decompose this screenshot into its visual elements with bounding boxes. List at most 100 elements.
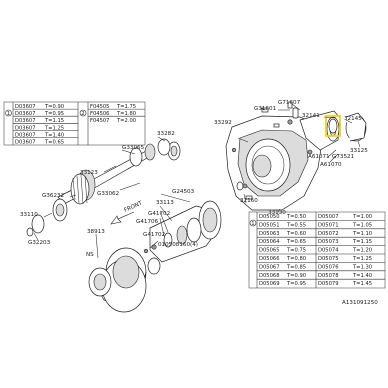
label-33282: 33282 (157, 131, 175, 137)
callouts: 33282 G33065 33123 G36232 G33062 33110 G… (20, 100, 378, 306)
table-b-thickness: T=1.30 (352, 264, 372, 270)
table-a-marker-1: 1 (7, 111, 10, 117)
table-b-thickness: T=1.20 (352, 248, 372, 254)
table-b-thickness: T=0.85 (286, 264, 306, 270)
table-b-thickness: T=0.95 (286, 281, 306, 287)
table-b-part-number: D05064 (259, 239, 280, 245)
table-b-part-number: D05075 (318, 256, 339, 262)
table-a-thickness: T=1.40 (44, 132, 64, 138)
table-b-part-number: D05076 (318, 264, 339, 270)
table-b-thickness: T=1.05 (352, 222, 372, 228)
table-a-part-number: D03607 (15, 104, 36, 110)
table-a-thickness: T=0.90 (44, 104, 64, 110)
label-33130: 33130 (268, 210, 286, 216)
table-a-part-number: D03607 (15, 111, 36, 117)
label-a61071: A61071 (308, 154, 330, 160)
table-a-marker-2: 2 (81, 111, 84, 117)
leader-lines (33, 103, 361, 259)
label-32145: 32145 (344, 116, 362, 122)
table-a-thickness: T=0.65 (44, 140, 64, 146)
label-a61070: A61070 (320, 162, 342, 168)
label-g71607: G71607 (278, 100, 301, 106)
fasteners-right (236, 107, 280, 200)
part-33125 (345, 112, 367, 142)
table-b-part-number: D05072 (318, 231, 339, 237)
table-b-thickness: T=1.00 (352, 214, 372, 220)
label-front: FRONT (123, 200, 143, 213)
table-b-thickness: T=0.90 (286, 273, 306, 279)
table-a-part-number: F04505 (90, 104, 110, 110)
table-b-thickness: T=1.15 (352, 239, 372, 245)
table-b-thickness: T=1.10 (352, 231, 372, 237)
table-b-part-number: D05067 (259, 264, 280, 270)
table-b-thickness: T=0.80 (286, 256, 306, 262)
table-a-thickness: T=1.15 (44, 118, 64, 124)
table-b-part-number: D05051 (259, 222, 280, 228)
output-cluster (143, 200, 222, 263)
table-b-part-number: D05068 (259, 273, 280, 279)
table-b-part-number: D05071 (318, 222, 339, 228)
label-33123: 33123 (80, 170, 98, 176)
table-b-thickness: T=0.60 (286, 231, 306, 237)
label-33125: 33125 (350, 148, 368, 154)
table-b-thickness: T=1.25 (352, 256, 372, 262)
table-b-thickness: T=0.55 (286, 222, 306, 228)
table-a-thickness: T=1.80 (116, 111, 136, 117)
table-b-part-number: D05050 (259, 214, 280, 220)
table-a-part-number: D03607 (15, 132, 36, 138)
highlight-box (325, 115, 341, 137)
table-a-part-number: F04507 (90, 118, 110, 124)
seal-part (328, 118, 338, 134)
front-arrow (110, 211, 135, 225)
label-33113: 33113 (156, 200, 174, 206)
table-a-thickness: T=2.00 (116, 118, 136, 124)
table-b-part-number: D05078 (318, 273, 339, 279)
label-g33065: G33065 (122, 145, 145, 151)
table-a-part-number: D03607 (15, 140, 36, 146)
table-a-thickness: T=1.25 (44, 125, 64, 131)
table-b-part-number: D05079 (318, 281, 339, 287)
table-b-marker: 1 (251, 221, 254, 227)
table-a-part-number: D03607 (15, 118, 36, 124)
table-b-part-number: D05074 (318, 248, 339, 254)
label-ns: NS (86, 252, 94, 258)
label-bolt: 010508160(4) (158, 242, 198, 248)
label-32141: 32141 (302, 113, 320, 119)
label-g31601: G31601 (254, 106, 277, 112)
label-g32203: G32203 (28, 240, 51, 246)
table-b-thickness: T=1.40 (352, 273, 372, 279)
label-g41702-b: G41702 (143, 232, 165, 238)
label-32160: 32160 (240, 198, 258, 204)
label-33110: 33110 (20, 212, 38, 218)
table-b-part-number: D05063 (259, 231, 280, 237)
transfer-housing (225, 101, 341, 211)
label-33292: 33292 (214, 120, 232, 126)
table-b-part-number: D05066 (259, 256, 280, 262)
table-b-part-number: D05065 (259, 248, 280, 254)
label-38913: 38913 (87, 229, 105, 235)
left-gear-pack (26, 198, 68, 237)
label-g73521: G73521 (332, 154, 355, 160)
table-a-part-number: F04506 (90, 111, 110, 117)
table-a-thickness: T=1.75 (116, 104, 136, 110)
table-b-thickness: T=1.45 (352, 281, 372, 287)
table-b-thickness: T=0.65 (286, 239, 306, 245)
label-g24503: G24503 (172, 189, 195, 195)
table-b-part-number: D05069 (259, 281, 280, 287)
part-38913 (88, 247, 161, 313)
table-b-thickness: T=0.50 (286, 214, 306, 220)
table-a-part-number: D03607 (15, 125, 36, 131)
label-reference: A131091250 (342, 300, 378, 306)
table-b-thickness: T=0.75 (286, 248, 306, 254)
table-a-thickness: T=0.95 (44, 111, 64, 117)
label-g41702: G41702 (148, 211, 170, 217)
label-g41706: G41706 (136, 219, 159, 225)
part-33282 (157, 138, 171, 156)
label-g36232: G36232 (42, 193, 64, 199)
